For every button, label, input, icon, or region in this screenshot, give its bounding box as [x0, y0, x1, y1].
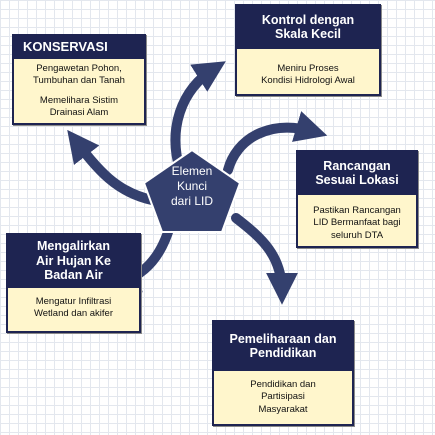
box-text-line: seluruh DTA — [330, 229, 384, 241]
box-mengalirkan-body: Mengatur Infiltrasi Wetland dan akifer — [8, 288, 139, 331]
box-text-line: Wetland dan akifer — [33, 308, 114, 320]
box-pemeliharaan-body: Pendidikan dan Partisipasi Masyarakat — [214, 371, 352, 425]
box-text-line: LID Bermanfaat bagi — [313, 217, 401, 229]
box-text-line: Partisipasi — [261, 391, 305, 403]
box-text-line: Tumbuhan dan Tanah — [33, 75, 125, 87]
box-kontrol: Kontrol dengan Skala Kecil Meniru Proses… — [235, 4, 381, 96]
arrow-to-rancangan — [223, 111, 328, 175]
box-rancangan: Rancangan Sesuai Lokasi Pastikan Rancang… — [296, 150, 418, 249]
center-pentagon — [142, 148, 242, 233]
box-rancangan-body: Pastikan Rancangan LID Bermanfaat bagi s… — [298, 195, 416, 247]
box-kontrol-title: Kontrol dengan Skala Kecil — [261, 12, 355, 41]
box-text-line: Pengawetan Pohon, — [36, 63, 122, 74]
box-mengalirkan-title: Mengalirkan Air Hujan Ke Badan Air — [35, 239, 111, 283]
arrow-to-konservasi — [67, 129, 157, 205]
box-text-line: Pendidikan dan — [250, 379, 316, 390]
box-rancangan-title: Rancangan Sesuai Lokasi — [315, 158, 399, 187]
center-label: Elemen Kunci dari LID — [170, 164, 214, 208]
box-konservasi: KONSERVASI Pengawetan Pohon, Tumbuhan da… — [12, 34, 146, 126]
box-text-line: Pastikan Rancangan — [313, 205, 401, 216]
box-kontrol-body: Meniru Proses Kondisi Hidrologi Awal — [237, 49, 379, 94]
box-text-line: Meniru Proses — [277, 63, 339, 74]
box-pemeliharaan: Pemeliharaan dan Pendidikan Pendidikan d… — [212, 320, 354, 427]
arrow-to-kontrol — [170, 61, 226, 175]
box-text-line: Kondisi Hidrologi Awal — [261, 75, 355, 87]
box-pemeliharaan-title: Pemeliharaan dan Pendidikan — [229, 331, 337, 360]
box-konservasi-body: Pengawetan Pohon, Tumbuhan dan Tanah Mem… — [14, 59, 144, 124]
box-text-line: Memelihara Sistim — [39, 94, 119, 106]
box-text-line: Drainasi Alam — [49, 107, 109, 119]
box-mengalirkan: Mengalirkan Air Hujan Ke Badan Air Menga… — [6, 233, 141, 333]
arrow-to-pemeliharaan — [231, 213, 298, 305]
box-konservasi-title: KONSERVASI — [23, 38, 108, 54]
box-text-line: Masyarakat — [258, 403, 308, 415]
box-text-line: Mengatur Infiltrasi — [35, 296, 112, 307]
